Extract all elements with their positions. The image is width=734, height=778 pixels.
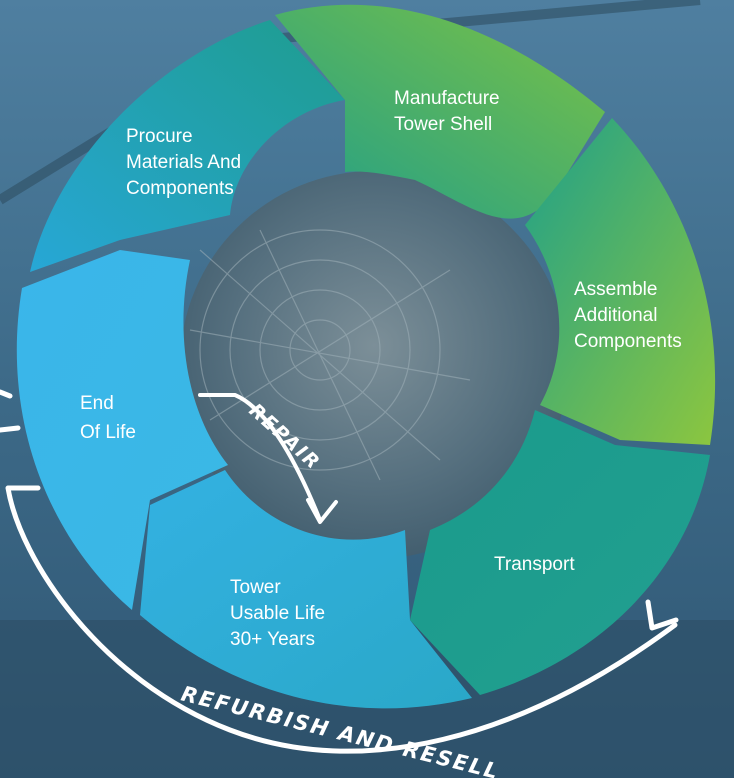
segment-procure	[30, 20, 345, 272]
refurbish-arrow	[0, 389, 679, 754]
stage-text: 30+ Years	[230, 629, 316, 650]
stage-text: Assemble	[574, 279, 658, 300]
segment-manufacture	[275, 4, 605, 219]
repair-arrow	[198, 393, 338, 524]
segment-assemble	[525, 118, 716, 445]
stage-text: Of Life	[80, 422, 136, 443]
stage-label-transport: Transport	[494, 552, 575, 578]
stage-text: Transport	[494, 554, 575, 575]
repair-label: REPAIR	[245, 399, 325, 474]
stage-text: Manufacture	[394, 88, 500, 109]
segment-end-of-life	[16, 250, 228, 610]
stage-label-assemble: Assemble Additional Components	[574, 277, 682, 355]
stage-text: Tower Shell	[394, 114, 493, 135]
stage-text: Procure	[126, 126, 193, 147]
segment-transport	[410, 410, 710, 695]
stage-text: End	[80, 393, 114, 414]
stage-text: Components	[574, 331, 682, 352]
stage-label-procure: Procure Materials And Components	[126, 124, 241, 202]
segment-usable-life	[140, 470, 472, 709]
stage-label-usable-life: Tower Usable Life 30+ Years	[230, 575, 325, 653]
stage-text: Materials And	[126, 152, 242, 173]
stage-label-manufacture: Manufacture Tower Shell	[394, 86, 500, 138]
stage-text: Tower	[230, 577, 281, 598]
stage-label-end-of-life: End Of Life	[80, 389, 136, 447]
stage-text: Usable Life	[230, 603, 326, 624]
stage-text: Components	[126, 178, 234, 199]
stage-text: Additional	[574, 305, 658, 326]
